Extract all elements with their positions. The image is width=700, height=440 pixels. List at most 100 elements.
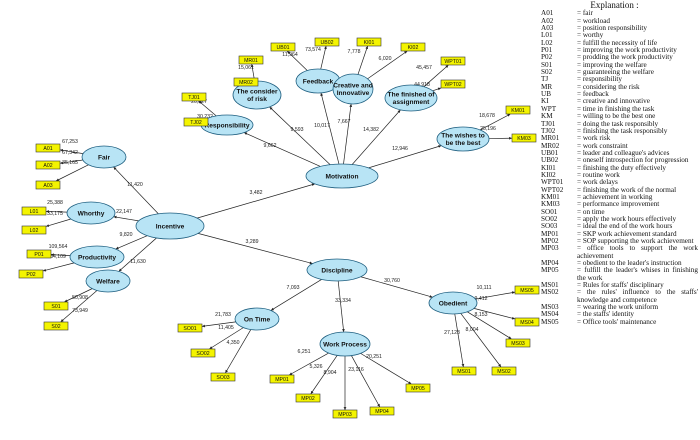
legend-description: guaranteeing the welfare [577, 68, 698, 76]
path-coefficient: 33,334 [335, 298, 351, 304]
path-workprocess-MP02 [310, 355, 338, 395]
legend-description: achievement in working [577, 193, 698, 201]
legend-description: improving the welfare [577, 61, 698, 69]
legend-item: TJ01doing the task responsibly [541, 120, 698, 128]
path-coefficient: 4,350 [227, 340, 240, 346]
latent-label: Responsibility [204, 122, 249, 129]
path-workprocess-MP04 [351, 355, 381, 408]
legend-item: P01improving the work productivity [541, 46, 698, 54]
indicator-wpt02: WPT02 [440, 79, 466, 89]
latent-workprocess: Work Process [319, 331, 371, 357]
latent-label: Work Process [323, 341, 367, 348]
indicator-ki02: KI02 [400, 42, 426, 52]
arrowhead-obedient-MS02 [498, 363, 501, 367]
indicator-ms03: MS03 [505, 338, 531, 348]
path-responsibility-TJ01 [198, 100, 217, 117]
latent-label: The finished of [388, 92, 436, 99]
legend-item: L01worthy [541, 32, 698, 40]
indicator-label: MS01 [457, 369, 471, 375]
latent-label: assignment [393, 99, 430, 106]
legend-item: MS04the staffs' identity [541, 311, 698, 319]
path-feedback-UB01 [286, 50, 308, 71]
path-coefficient: 11,420 [127, 182, 143, 188]
path-coefficient: 45,457 [416, 65, 432, 71]
path-incentive-discipline [197, 233, 313, 264]
indicator-label: L02 [30, 228, 39, 234]
legend-item: SO02apply the work hours effectively [541, 215, 698, 223]
path-incentive-fair [113, 166, 159, 215]
legend-item: A01fair [541, 9, 698, 17]
path-discipline-workprocess [337, 280, 345, 333]
path-coefficient: 14,382 [363, 127, 379, 133]
arrowhead-ontime-SO01 [202, 324, 206, 328]
indicator-a01: A01 [35, 143, 61, 153]
indicator-label: S01 [51, 304, 60, 310]
indicator-label: MP02 [301, 396, 315, 402]
legend-item: L02fulfill the necessity of life [541, 38, 698, 47]
legend-item: WPT02finishing the work of the normal [541, 186, 698, 194]
legend-item: MR02work constraint [541, 142, 698, 150]
legend-item: UB02oneself introspection for progressio… [541, 156, 698, 164]
arrowhead-incentive-productivity [115, 246, 119, 250]
indicator-ms02: MS02 [491, 366, 517, 376]
latent-label: Productivity [78, 254, 116, 261]
arrowhead-obedient-MS04 [511, 316, 515, 320]
path-coefficient: 25,196 [480, 126, 496, 132]
indicator-label: TJ01 [188, 95, 200, 101]
legend-item: KI02routine work [541, 170, 698, 179]
legend-code: TJ02 [541, 126, 556, 135]
legend-item: MR01work risk [541, 134, 698, 142]
indicator-so03: SO03 [210, 372, 236, 382]
legend-code: TJ [541, 75, 549, 84]
path-coefficient: 44,918 [414, 82, 430, 88]
legend-description: the staffs' identity [577, 311, 698, 319]
arrowhead-productivity-P01 [51, 253, 54, 257]
path-whorthy-L01 [45, 211, 68, 213]
latent-incentive: Incentive [135, 212, 205, 240]
indicator-label: UB01 [277, 45, 290, 51]
path-coefficient: 50,908 [72, 295, 88, 301]
indicator-km01: KM01 [505, 105, 531, 115]
legend-item: UBfeedback [541, 90, 698, 98]
indicator-label: MS05 [520, 288, 534, 294]
path-coefficient: 30,232 [197, 114, 213, 120]
legend-item: SO03ideal the end of the work hours [541, 222, 698, 230]
legend-description: feedback [577, 90, 698, 98]
indicator-label: SO01 [183, 326, 196, 332]
latent-label: Feedback [303, 78, 334, 85]
arrowhead-fair-A01 [60, 149, 64, 152]
indicator-s01: S01 [43, 301, 69, 311]
indicator-s02: S02 [43, 321, 69, 331]
indicator-label: S02 [51, 324, 60, 330]
indicator-label: MP05 [411, 386, 425, 392]
legend-code: KI02 [541, 170, 556, 179]
path-coefficient: 15,061 [238, 65, 254, 71]
latent-obedient: Obedient [428, 291, 478, 315]
latent-label: Motivation [326, 173, 359, 180]
latent-label: of risk [247, 96, 267, 103]
path-workprocess-MP01 [289, 352, 329, 376]
legend-list: A01fairA02workloadA03position responsibi… [541, 9, 698, 326]
indicator-ub02: UB02 [314, 37, 340, 47]
path-coefficient: 7,778 [348, 49, 361, 55]
arrowhead-workprocess-MP03 [343, 407, 347, 410]
legend-description: willing to be the best one [577, 112, 698, 120]
indicator-p02: P02 [18, 269, 44, 279]
legend-code: WPT [541, 104, 557, 113]
path-motivation-risk [269, 106, 331, 165]
path-coefficient: 10,017 [314, 123, 330, 129]
path-coefficient: 11,964 [282, 52, 298, 58]
path-ontime-SO02 [209, 327, 244, 350]
legend-item: MP05fulfill the leader's whises in finis… [541, 267, 698, 282]
path-coefficient: 27,123 [444, 330, 460, 336]
latent-whorthy: Whorthy [66, 201, 116, 225]
indicator-label: A01 [43, 146, 52, 152]
indicator-a03: A03 [35, 180, 61, 190]
indicator-label: A03 [43, 183, 52, 189]
path-coefficient: 9,820 [120, 232, 133, 238]
legend-code: L02 [541, 38, 553, 47]
path-coefficient: 67,253 [62, 139, 78, 145]
arrowhead-feedback-UB02 [324, 46, 327, 50]
arrowhead-motivation-finished [397, 109, 401, 113]
